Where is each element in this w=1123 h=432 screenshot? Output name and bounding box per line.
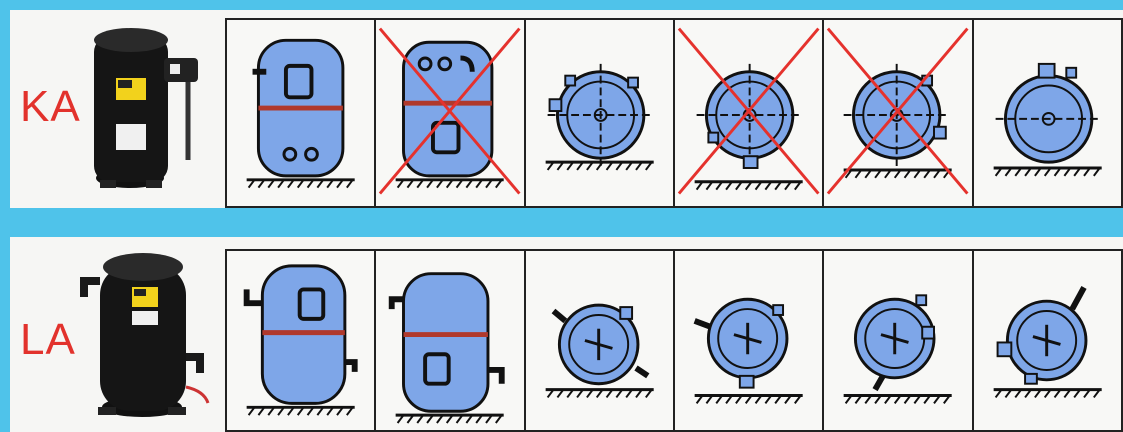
position-cell — [227, 20, 377, 208]
position-cell — [227, 251, 377, 432]
forbidden-cross-icon — [827, 27, 969, 195]
side-compressor-icon — [545, 63, 654, 171]
compressor-photo-cell: LA — [10, 237, 225, 432]
compressor-photo-cell: KA — [10, 10, 225, 208]
position-cell — [674, 251, 825, 432]
mounting-positions-grid — [225, 249, 1123, 432]
position-cell — [824, 20, 974, 208]
side-compressor-icon — [545, 303, 654, 399]
model-code-label: KA — [20, 82, 81, 131]
inverted-compressor-icon — [379, 27, 521, 195]
position-cell — [525, 251, 675, 432]
compressor-photo — [94, 28, 198, 188]
row-ka: KA — [10, 10, 1123, 208]
forbidden-cross-icon — [677, 27, 820, 195]
side-compressor-icon — [693, 297, 803, 404]
position-cell — [525, 20, 675, 208]
position-cell — [376, 20, 526, 208]
side-compressor-icon — [993, 62, 1102, 177]
side-compressor-icon — [677, 27, 820, 195]
model-code-label: LA — [20, 315, 76, 364]
row-la: LA — [10, 237, 1123, 432]
side-compressor-icon — [827, 27, 969, 195]
inverted-compressor-icon — [389, 272, 505, 424]
position-cell — [973, 20, 1123, 208]
mounting-positions-grid — [225, 18, 1123, 208]
side-compressor-icon — [843, 294, 952, 404]
side-compressor-icon — [993, 286, 1102, 399]
forbidden-cross-icon — [379, 27, 521, 195]
position-cell — [376, 251, 526, 432]
position-cell — [674, 20, 825, 208]
upright-compressor-icon — [243, 264, 358, 416]
compressor-photo — [80, 253, 210, 417]
position-cell — [973, 251, 1123, 432]
upright-compressor-icon — [246, 38, 355, 189]
position-cell — [824, 251, 974, 432]
